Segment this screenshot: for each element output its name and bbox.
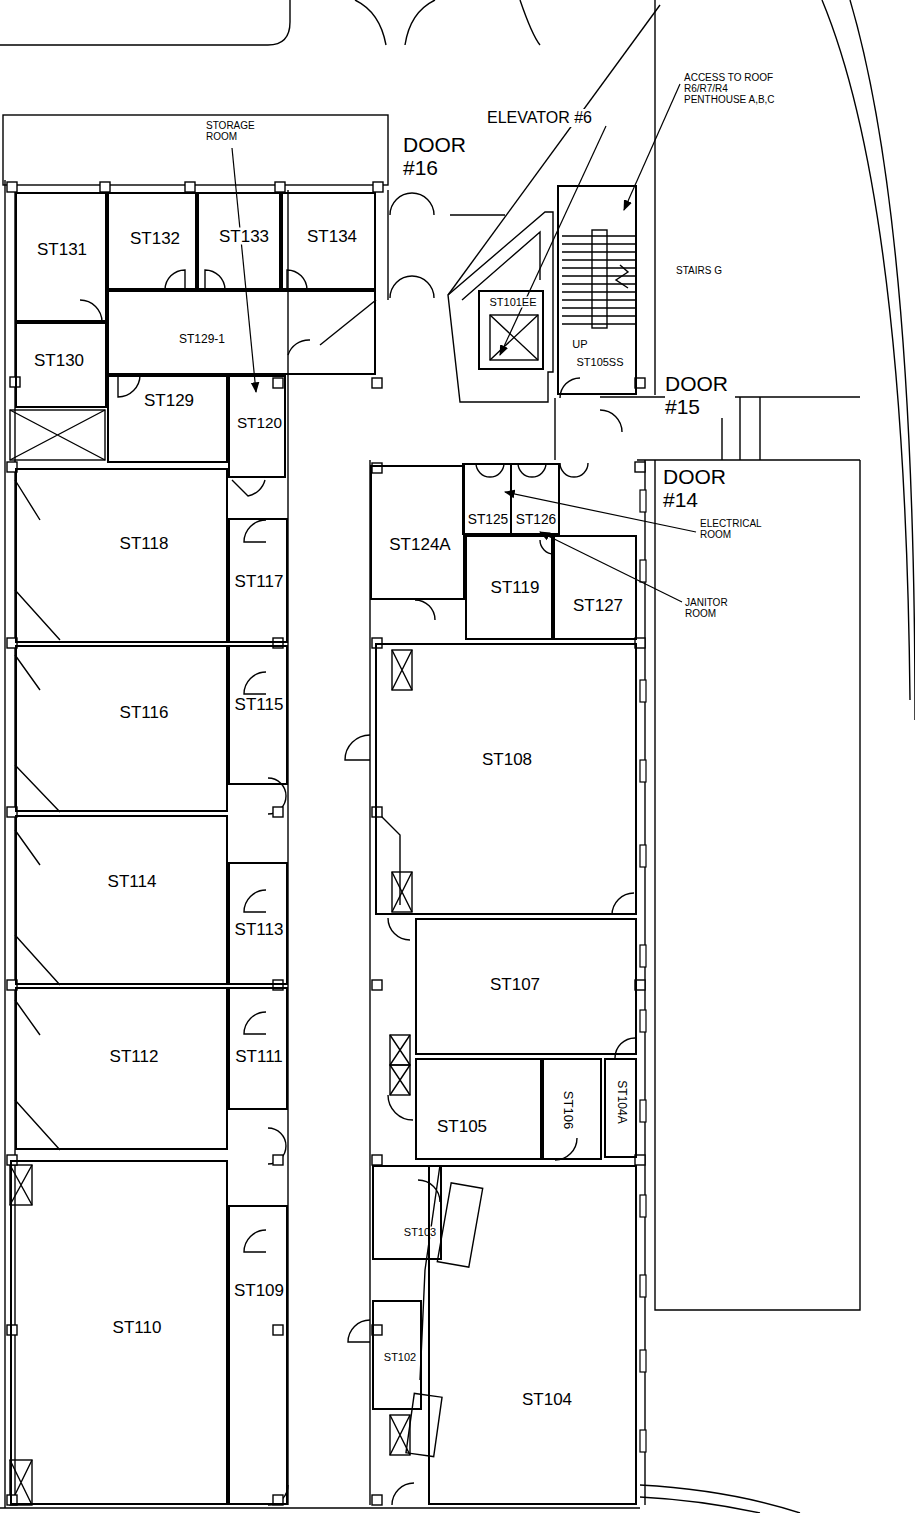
room-number: ST105 (436, 1118, 488, 1135)
room-box: UP ST105SS (557, 185, 637, 395)
room-number: ST113 (234, 921, 285, 938)
room-number: ST126 (515, 513, 558, 527)
room-box: ST115 (228, 645, 288, 785)
room-number: ST111 (234, 1048, 284, 1065)
room-box: ST130 (15, 322, 107, 408)
room-number: ST110 (112, 1319, 163, 1336)
room-box: ST129 (107, 375, 228, 463)
plan-label: STAIRS G (676, 265, 722, 276)
plan-label: ELEVATOR #6 (487, 109, 592, 127)
room-box: ST109 (228, 1205, 288, 1505)
room-number: ST133 (218, 228, 270, 245)
room-number: ST131 (36, 241, 88, 258)
room-box: ST134 (281, 192, 376, 290)
room-number: ST102 (383, 1352, 417, 1363)
plan-label: STORAGE ROOM (206, 120, 266, 142)
room-box: ST127 (553, 535, 637, 640)
plan-label: DOOR #15 (665, 372, 735, 418)
plan-label: ACCESS TO ROOF R6/R7/R4 PENTHOUSE A,B,C (684, 72, 776, 105)
room-number: ST129 (143, 392, 195, 409)
room-box: ST111 (228, 987, 288, 1110)
plan-label: JANITOR ROOM (685, 597, 745, 619)
room-box: ST103 (372, 1165, 442, 1260)
room-number: ST116 (119, 704, 170, 721)
room-box: ST112 (15, 987, 228, 1150)
room-number: ST114 (107, 873, 158, 890)
room-box: ST133 (197, 192, 281, 290)
room-number: ST101EE (488, 297, 537, 308)
room-box: ST132 (107, 192, 197, 290)
room-box: ST125 (462, 463, 513, 535)
room-box: ST118 (15, 468, 228, 643)
room-box: ST104A (604, 1058, 637, 1158)
room-box: ST129-1 (107, 290, 376, 375)
room-number: ST106 (562, 1090, 575, 1130)
room-number: ST104A (616, 1079, 628, 1124)
room-box: ST116 (15, 645, 228, 812)
room-box: ST107 (415, 918, 637, 1055)
room-box: ST101EE (478, 290, 544, 370)
room-box: ST108 (375, 643, 637, 915)
room-number: ST125 (467, 513, 510, 527)
plan-label: DOOR #16 (403, 133, 473, 179)
room-number: ST130 (33, 352, 85, 369)
room-number: ST127 (572, 597, 624, 614)
room-number: ST134 (306, 228, 358, 245)
columns (7, 182, 645, 1505)
room-number: ST119 (490, 579, 541, 596)
room-number: ST118 (119, 535, 170, 552)
room-box: ST117 (228, 518, 288, 643)
room-box: ST104 (428, 1165, 637, 1505)
room-box: ST131 (15, 192, 107, 322)
room-number: ST103 (403, 1227, 437, 1238)
room-number: ST117 (234, 573, 285, 590)
room-box: ST120 (228, 375, 286, 478)
room-box: ST102 (372, 1300, 422, 1410)
room-number: ST109 (233, 1282, 285, 1299)
room-box: ST106 (542, 1058, 602, 1160)
room-box: ST119 (465, 535, 553, 640)
room-box: ST110 (10, 1160, 228, 1505)
room-number: ST132 (129, 230, 181, 247)
room-box: ST114 (15, 815, 228, 985)
windows (640, 490, 646, 1452)
room-number: ST120 (236, 415, 283, 430)
room-number: ST108 (481, 751, 533, 768)
room-number: ST104 (521, 1391, 573, 1408)
room-number: ST107 (489, 976, 541, 993)
room-number: UP (571, 339, 588, 350)
plan-label: ELECTRICAL ROOM (700, 518, 772, 540)
room-box: ST105 (415, 1058, 542, 1160)
room-box: ST124A (370, 465, 465, 600)
room-box: ST126 (510, 463, 561, 535)
leader-lines (232, 84, 696, 602)
room-number: ST105SS (575, 357, 624, 368)
room-number: ST129-1 (178, 333, 226, 345)
room-number: ST115 (234, 696, 285, 713)
room-number: ST112 (109, 1048, 160, 1065)
plan-label: DOOR #14 (663, 465, 733, 511)
room-box: ST113 (228, 862, 288, 985)
room-number: ST124A (388, 536, 451, 553)
